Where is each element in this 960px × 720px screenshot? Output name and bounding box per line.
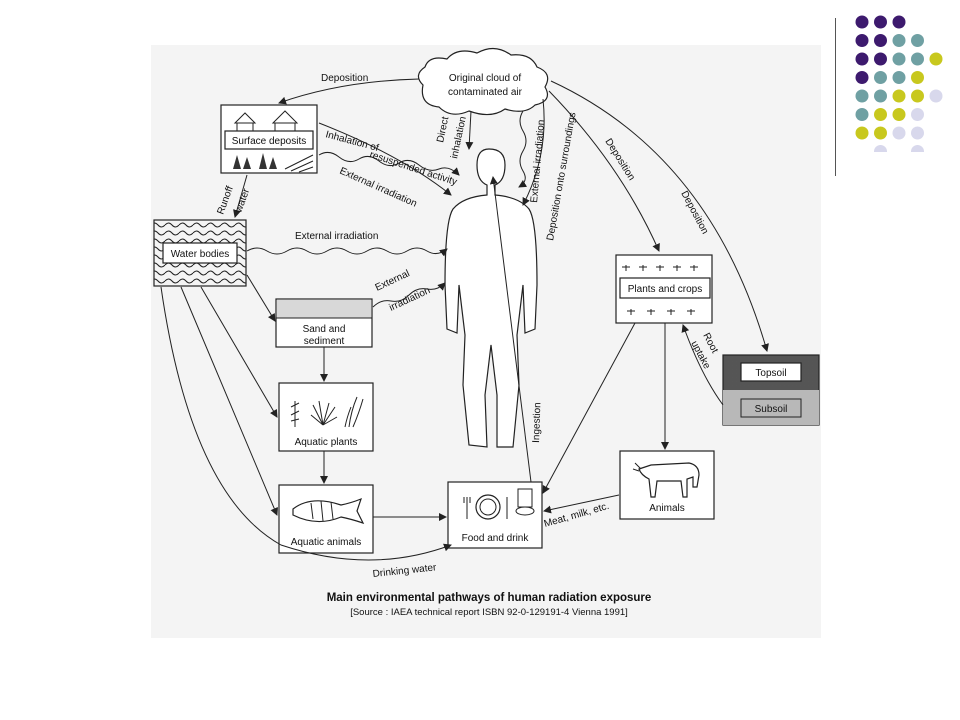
- decorative-dot: [911, 108, 924, 121]
- aquatic-animals-label: Aquatic animals: [291, 537, 362, 548]
- decorative-dot: [892, 89, 906, 103]
- surface-deposits-node: Surface deposits: [220, 104, 318, 174]
- soil-node: Topsoil Subsoil: [722, 354, 820, 426]
- decorative-dot-grid: [855, 15, 943, 152]
- decorative-dot: [855, 89, 869, 103]
- decorative-dot: [892, 52, 906, 66]
- sand-label-1: Sand and: [303, 324, 346, 335]
- aquatic-animals-node: Aquatic animals: [278, 484, 374, 554]
- aquatic-plants-label: Aquatic plants: [295, 437, 358, 448]
- decorative-vertical-rule: [835, 18, 836, 176]
- animals-node: Animals: [619, 450, 715, 520]
- decorative-dot: [855, 71, 869, 84]
- label-drinking-water: Drinking water: [372, 562, 437, 580]
- decorative-dot: [855, 52, 869, 66]
- label-external-irradiation-surface: External irradiation: [338, 166, 419, 210]
- decorative-dot: [855, 15, 869, 29]
- decorative-dot: [874, 34, 887, 47]
- label-water: water: [233, 187, 252, 215]
- decorative-dot: [911, 52, 924, 66]
- surface-deposits-label: Surface deposits: [232, 136, 307, 147]
- fish-icon: [292, 497, 365, 525]
- label-deposition-left: Deposition: [321, 73, 368, 84]
- tree-icon: [233, 153, 277, 169]
- decorative-dot: [874, 15, 887, 29]
- decorative-dot: [874, 89, 887, 103]
- decorative-dot: [911, 34, 924, 47]
- decorative-dot: [929, 52, 943, 66]
- decorative-dot: [874, 145, 887, 152]
- cloud-node: Original cloud of contaminated air: [417, 47, 549, 116]
- pathways-figure: Original cloud of contaminated air Surfa…: [151, 45, 821, 638]
- plants-crops-label: Plants and crops: [628, 284, 703, 295]
- water-bodies-node: Water bodies: [153, 219, 247, 287]
- decorative-dot: [874, 126, 887, 140]
- label-inhalation: inhalation: [449, 115, 469, 159]
- decorative-dot: [911, 126, 924, 140]
- decorative-dot: [911, 71, 924, 84]
- decorative-dot: [855, 34, 869, 47]
- pathway-arrows: [160, 78, 769, 561]
- decorative-dot: [892, 71, 906, 84]
- plate-icon: [463, 488, 535, 520]
- label-direct: Direct: [435, 116, 451, 144]
- pathways-diagram: Original cloud of contaminated air Surfa…: [153, 47, 820, 618]
- subsoil-label: Subsoil: [755, 404, 788, 415]
- decorative-dot: [874, 108, 887, 121]
- caption-source: [Source : IAEA technical report ISBN 92-…: [350, 607, 628, 618]
- aquatic-plant-icon: [290, 396, 364, 428]
- decorative-dot: [892, 108, 906, 121]
- cloud-shape: [417, 47, 549, 116]
- label-external-irradiation-cloud: External irradiation: [529, 119, 547, 203]
- label-external: External: [374, 268, 412, 293]
- food-drink-node: Food and drink: [447, 481, 543, 549]
- food-drink-label: Food and drink: [462, 533, 530, 544]
- label-meat-milk: Meat, milk, etc.: [543, 501, 611, 530]
- label-deposition-plants: Deposition: [602, 137, 636, 183]
- decorative-dot: [892, 15, 906, 29]
- decorative-dot: [911, 145, 924, 152]
- cow-icon: [632, 462, 700, 498]
- decorative-dot: [855, 126, 869, 140]
- sand-sediment-node: Sand and sediment: [275, 298, 373, 348]
- water-bodies-label: Water bodies: [171, 249, 230, 260]
- decorative-dot: [874, 71, 887, 84]
- decorative-dot: [855, 108, 869, 121]
- cloud-label-2: contaminated air: [448, 87, 523, 98]
- decorative-dot: [929, 89, 943, 103]
- caption-title: Main environmental pathways of human rad…: [327, 592, 652, 604]
- decorative-dot: [874, 52, 887, 66]
- decorative-dot: [892, 126, 906, 140]
- decorative-dot: [892, 34, 906, 47]
- label-ingestion: Ingestion: [531, 402, 543, 443]
- human-figure: [444, 148, 538, 448]
- sand-label-2: sediment: [304, 336, 345, 347]
- aquatic-plants-node: Aquatic plants: [278, 382, 374, 452]
- decorative-dot: [911, 89, 924, 103]
- label-deposition-onto: Deposition onto surroundings: [545, 111, 578, 241]
- label-external-irradiation-water: External irradiation: [295, 231, 378, 242]
- cloud-label-1: Original cloud of: [449, 73, 521, 84]
- animals-label: Animals: [649, 503, 685, 514]
- plants-crops-node: Plants and crops: [615, 254, 713, 324]
- topsoil-label: Topsoil: [755, 368, 786, 379]
- label-irradiation: irradiation: [388, 285, 432, 314]
- label-runoff: Runoff: [215, 185, 235, 216]
